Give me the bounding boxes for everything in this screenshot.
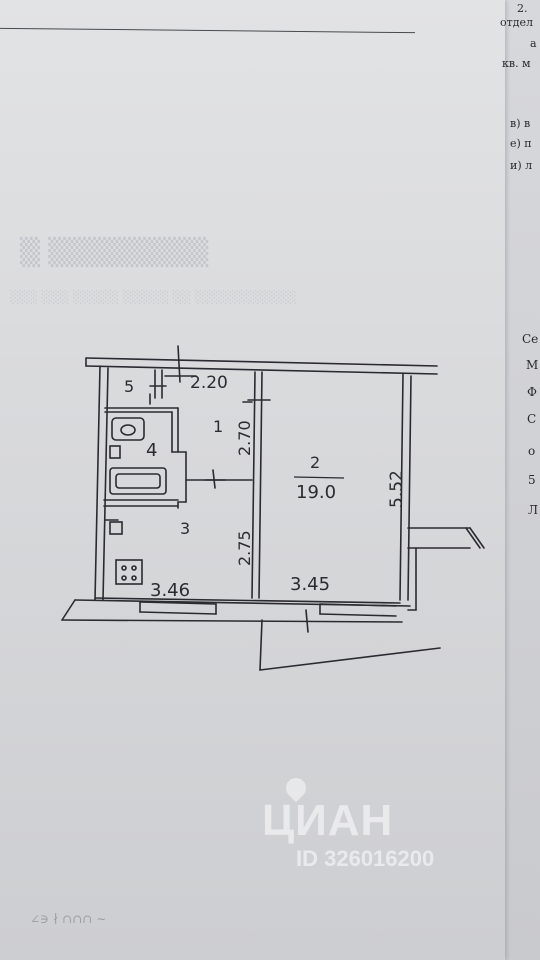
right-text-5: в) в [510, 117, 531, 130]
room-number-1: 1 [213, 417, 223, 436]
right-text-8: Се [522, 332, 539, 346]
right-wall-outer [399, 373, 404, 601]
right-text-13: 5 [528, 473, 536, 487]
faded-handwriting: ∠∋ ∤ ∩∩∩ ∼ [30, 912, 107, 926]
show-through-text-line: ░░░ ░░░ ░░░░░ ░░░░░ ░░ ░░░░░░░░░░░ [10, 290, 297, 304]
dimension-right-vertical: 5.52 [387, 470, 407, 508]
top-wall-outer [85, 357, 438, 367]
right-text-6: е) п [510, 137, 532, 150]
left-wall-outer [94, 365, 101, 601]
right-text-9: М [526, 358, 539, 372]
left-wall-inner [102, 367, 109, 601]
dimension-corridor-vertical: 2.70 [235, 420, 254, 456]
dimension-kitchen-vertical: 2.75 [235, 530, 254, 566]
room-number-4: 4 [146, 440, 157, 461]
right-text-2: отдел [500, 16, 533, 29]
top-wall-inner [85, 365, 438, 375]
room-number-3: 3 [180, 519, 190, 538]
partition-main-1 [251, 371, 256, 599]
area-fraction-line [293, 476, 345, 479]
dimension-bottom-right: 3.45 [290, 574, 330, 595]
room-2-area: 19.0 [296, 482, 336, 503]
dimension-top-left: 2.20 [190, 373, 228, 393]
dimension-bottom-left: 3.46 [150, 580, 190, 601]
right-text-10: Ф [527, 385, 537, 399]
right-text-14: Л [528, 503, 539, 517]
watermark-brand: ЦИАН [262, 796, 394, 845]
right-text-11: С [527, 412, 537, 426]
right-wall-inner [407, 375, 412, 601]
show-through-text: ▒ ▒▒▒▒▒▒▒▒ [20, 238, 209, 268]
room-number-5: 5 [124, 377, 134, 396]
partition-main-2 [258, 371, 263, 599]
right-text-3: а [530, 37, 537, 50]
right-text-12: о [528, 444, 536, 458]
room-number-2: 2 [310, 453, 320, 472]
bottom-wall-lower [61, 619, 403, 623]
right-text-7: и) л [510, 159, 533, 172]
balcony-front [259, 647, 441, 671]
watermark-id: ID 326016200 [296, 846, 435, 871]
bottom-wall-inner [94, 597, 401, 604]
right-text-1: 2. [517, 2, 528, 15]
right-text-4: кв. м [502, 57, 531, 70]
balcony-left [259, 619, 263, 671]
